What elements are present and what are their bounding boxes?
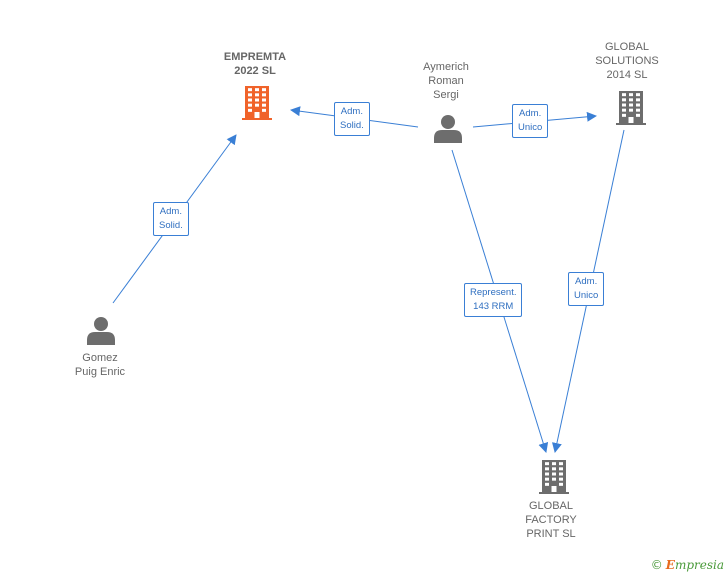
relation-line: Adm. <box>575 276 598 287</box>
label-line: GLOBAL <box>528 500 574 512</box>
label-line: Puig Enric <box>74 366 126 378</box>
relation-line: Represent. <box>470 287 517 298</box>
label-line: Gomez <box>82 352 118 364</box>
label-line: PRINT SL <box>526 528 576 540</box>
label-line: 2022 SL <box>234 65 276 77</box>
node-label-global-factory[interactable]: GLOBAL FACTORY PRINT SL <box>501 499 601 541</box>
relation-line: Unico <box>574 290 599 301</box>
label-line: Aymerich <box>423 61 469 73</box>
person-icon-gomez[interactable] <box>87 317 115 345</box>
node-label-aymerich[interactable]: Aymerich Roman Sergi <box>396 60 496 102</box>
relation-line: Solid. <box>340 120 364 131</box>
relation-line: Adm. <box>159 206 182 217</box>
relation-aymerich-global-solutions[interactable]: Adm. Unico <box>512 104 549 138</box>
brand-initial: E <box>665 558 675 572</box>
relation-aymerich-empremta[interactable]: Adm. Solid. <box>334 102 370 136</box>
label-line: GLOBAL <box>604 41 650 53</box>
building-icon-empremta[interactable] <box>242 86 272 120</box>
copyright-icon: © <box>650 558 663 572</box>
brand-logo: ©Empresia <box>651 558 724 572</box>
relation-global-solutions-global-factory[interactable]: Adm. Unico <box>568 272 605 306</box>
relation-gomez-empremta[interactable]: Adm. Solid. <box>153 202 189 236</box>
node-label-empremta[interactable]: EMPREMTA 2022 SL <box>205 50 305 78</box>
relation-line: 143 RRM <box>473 301 514 312</box>
brand-name: mpresia <box>674 558 724 572</box>
node-label-gomez[interactable]: Gomez Puig Enric <box>50 351 150 379</box>
label-line: FACTORY <box>525 514 577 526</box>
relation-line: Adm. <box>340 106 363 117</box>
relation-aymerich-global-factory[interactable]: Represent. 143 RRM <box>464 283 523 317</box>
label-line: Sergi <box>433 89 459 101</box>
relation-line: Adm. <box>519 108 542 119</box>
relation-line: Unico <box>518 122 543 133</box>
node-label-global-solutions[interactable]: GLOBAL SOLUTIONS 2014 SL <box>577 40 677 82</box>
label-line: Roman <box>428 75 464 87</box>
building-icon-global-solutions[interactable] <box>616 91 646 125</box>
label-line: SOLUTIONS <box>595 55 659 67</box>
label-line: EMPREMTA <box>223 51 287 63</box>
relation-line: Solid. <box>159 220 183 231</box>
label-line: 2014 SL <box>606 69 648 81</box>
person-icon-aymerich[interactable] <box>434 115 462 143</box>
building-icon-global-factory[interactable] <box>539 460 569 494</box>
